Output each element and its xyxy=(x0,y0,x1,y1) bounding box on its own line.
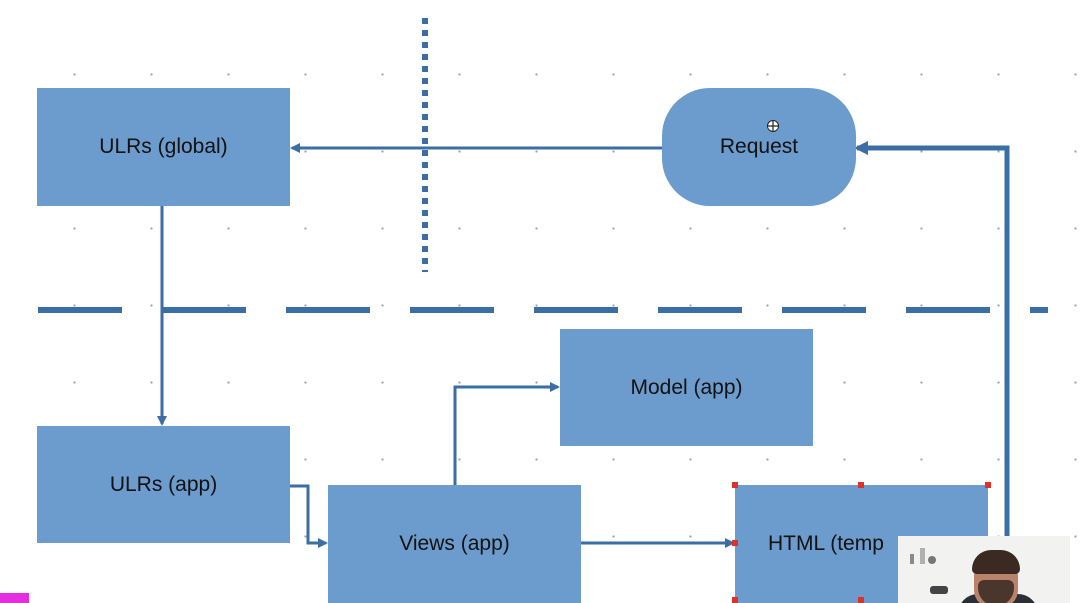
presenter-beard xyxy=(978,580,1014,603)
request-label: Request xyxy=(719,135,799,158)
views-app-box[interactable]: Views (app) xyxy=(328,485,581,603)
request-node[interactable]: Request xyxy=(662,88,856,206)
microphone-icon xyxy=(930,586,948,594)
selection-handle[interactable] xyxy=(732,482,738,488)
urls-global-label: ULRs (global) xyxy=(99,135,228,158)
views-app-label: Views (app) xyxy=(399,532,510,555)
presenter-hair xyxy=(972,550,1020,574)
selection-handle[interactable] xyxy=(858,597,864,603)
urls-app-label: ULRs (app) xyxy=(109,472,218,496)
selection-handle[interactable] xyxy=(732,540,738,546)
urls-global-box[interactable]: ULRs (global) xyxy=(37,88,290,206)
model-app-box[interactable]: Model (app) xyxy=(560,329,813,446)
arrow-urls-app-to-views xyxy=(290,484,328,548)
selection-handle[interactable] xyxy=(858,482,864,488)
move-cursor-icon xyxy=(767,120,779,132)
model-app-label: Model (app) xyxy=(630,375,743,399)
arrow-html-to-request xyxy=(854,141,1010,600)
corner-marker xyxy=(0,593,29,603)
webcam-overlay xyxy=(898,536,1070,603)
arrow-views-to-model xyxy=(453,382,560,485)
shelf-decoration xyxy=(908,544,938,566)
urls-app-box[interactable]: ULRs (app) xyxy=(37,426,290,543)
html-templates-label: HTML (temp xyxy=(768,532,884,555)
selection-handle[interactable] xyxy=(732,597,738,603)
selection-handle[interactable] xyxy=(985,482,991,488)
